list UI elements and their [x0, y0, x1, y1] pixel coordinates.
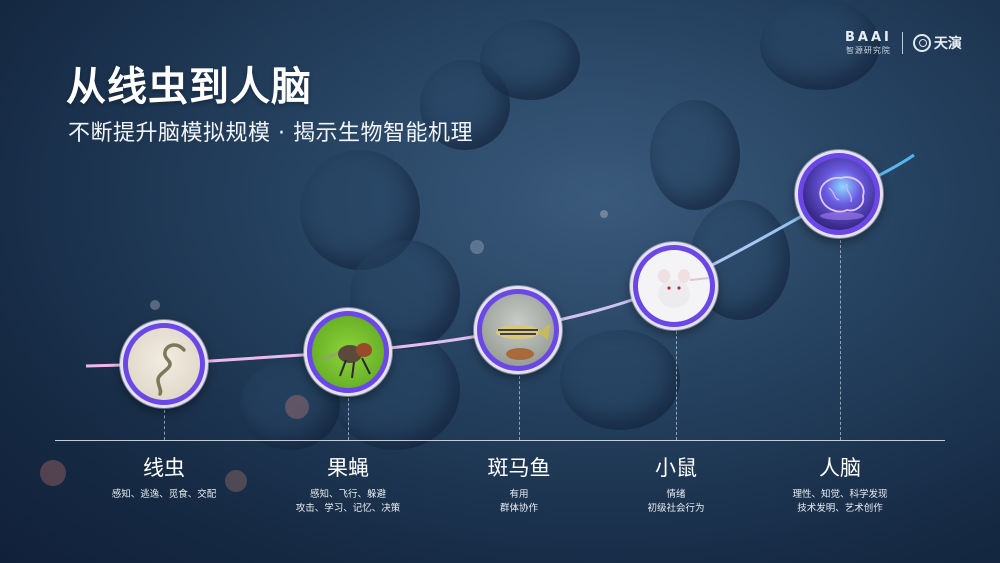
stage-label-worm: 线虫 感知、逃逸、觅食、交配 [64, 452, 264, 502]
page-subtitle: 不断提升脑模拟规模 · 揭示生物智能机理 [68, 121, 473, 146]
stage-desc-line: 感知、逃逸、觅食、交配 [111, 489, 217, 500]
stage-name: 人脑 [819, 456, 861, 480]
stage-label-zebrafish: 斑马鱼 有用 群体协作 [419, 452, 619, 516]
stage-name: 线虫 [143, 456, 185, 480]
guide-line-1 [164, 410, 165, 440]
stage-label-fly: 果蝇 感知、飞行、躲避 攻击、学习、记忆、决策 [248, 452, 448, 516]
timeline-baseline [55, 440, 945, 441]
stage-label-mouse: 小鼠 情绪 初级社会行为 [576, 452, 776, 516]
guide-line-3 [519, 376, 520, 440]
baai-logo: BAAI 智源研究院 [845, 30, 892, 56]
stage-desc-line: 攻击、学习、记忆、决策 [295, 503, 401, 514]
worm-icon [128, 328, 200, 400]
stage-node-worm[interactable] [120, 320, 208, 408]
mouse-icon [638, 250, 710, 322]
tianyan-logo: 天演 [912, 33, 962, 53]
page-title: 从线虫到人脑 [66, 63, 312, 110]
stage-desc-line: 初级社会行为 [647, 503, 705, 514]
tianyan-text: 天演 [933, 36, 962, 52]
baai-subtitle: 智源研究院 [845, 46, 891, 55]
fish-icon [482, 294, 554, 366]
guide-line-4 [676, 331, 677, 440]
guide-line-5 [840, 240, 841, 440]
stage-node-mouse[interactable] [630, 242, 718, 330]
stage-desc-line: 技术发明、艺术创作 [797, 503, 883, 514]
baai-mark: BAAI [845, 30, 892, 45]
stage-node-fly[interactable] [304, 308, 392, 396]
stage-desc-line: 理性、知觉、科学发现 [792, 489, 888, 500]
stage-name: 果蝇 [327, 456, 369, 480]
logo-divider [901, 32, 903, 54]
stage-node-brain[interactable] [795, 150, 883, 238]
stage-label-brain: 人脑 理性、知觉、科学发现 技术发明、艺术创作 [740, 452, 940, 516]
fly-icon [312, 316, 384, 388]
stage-desc-line: 情绪 [666, 489, 686, 500]
stage-name: 斑马鱼 [487, 456, 551, 480]
logo-group: BAAI 智源研究院 天演 [845, 30, 962, 56]
stage-desc-line: 感知、飞行、躲避 [309, 489, 386, 500]
stage-desc-line: 群体协作 [499, 503, 538, 514]
guide-line-2 [348, 398, 349, 440]
brain-icon [803, 158, 875, 230]
stage-desc-line: 有用 [509, 489, 529, 500]
stage-name: 小鼠 [655, 456, 697, 480]
stage-node-zebrafish[interactable] [474, 286, 562, 374]
tianyan-icon [912, 34, 931, 52]
